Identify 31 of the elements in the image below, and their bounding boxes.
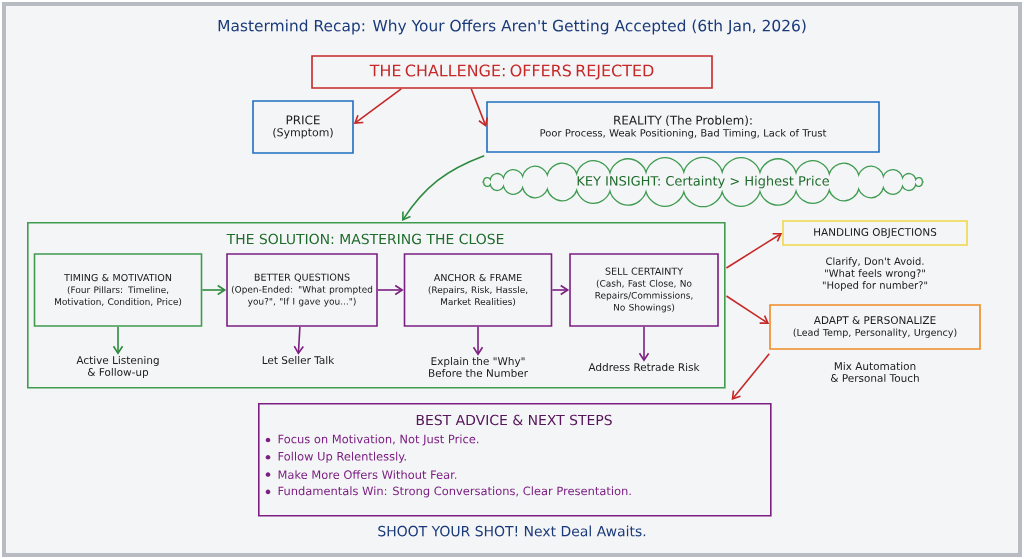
arrow (293, 326, 305, 355)
arrow (551, 284, 570, 296)
challenge-box: THE CHALLENGE: OFFERS REJECTED (311, 55, 713, 89)
arrow (638, 326, 650, 362)
note-text: Active Listening & Follow-up (76, 355, 159, 379)
problem-box: REALITY (The Problem): Poor Process, Weak Positioning, Bad Timing, Lack of Trust (486, 101, 880, 153)
arrow (470, 88, 489, 127)
note-text: Clarify, Don't Avoid. "What feels wrong?" "Hoped for number?" (822, 257, 928, 291)
personalize-box: ADAPT & PERSONALIZE (Lead Temp, Personality, Urgency) (769, 304, 981, 350)
arrow (725, 232, 783, 269)
arrow (377, 284, 404, 296)
title: Mastermind Recap: Why Your Offers Aren't Getting Accepted (6th Jan, 2026) (218, 19, 806, 35)
advice-box: BEST ADVICE & NEXT STEPS Focus on Motivation, Not Just Price. Follow Up Relentlessly. Make More Offers Without Fear. Fundamentals Win: Strong Conversations, Clear Presentation. (258, 403, 772, 517)
arrow (201, 284, 227, 296)
arrow (353, 88, 402, 124)
insight-cloud: KEY INSIGHT: Certainty > Highest Price (482, 156, 924, 208)
arrow (112, 326, 124, 355)
process-box: SELL CERTAINTY (Cash, Fast Close, No Repairs/Commissions, No Showings) (569, 253, 719, 327)
symptom-box: PRICE (Symptom) (252, 100, 354, 154)
note-text: Let Seller Talk (262, 355, 335, 365)
note-text: Mix Automation & Personal Touch (831, 362, 919, 382)
arrow (402, 155, 485, 221)
arrow (731, 353, 770, 400)
arrow (725, 295, 770, 324)
process-box: TIMING & MOTIVATION (Four Pillars: Timeline, Motivation, Condition, Price) (33, 253, 203, 327)
process-box: ANCHOR & FRAME (Repairs, Risk, Hassle, Market Realities) (403, 253, 553, 327)
process-box: BETTER QUESTIONS (Open-Ended: "What prompted you?", "If I gave you...") (226, 253, 378, 327)
note-text: Explain the "Why" Before the Number (429, 357, 528, 377)
objections-box: HANDLING OBJECTIONS (782, 220, 968, 246)
note-text: Address Retrade Risk (588, 362, 700, 372)
arrow (472, 326, 484, 356)
